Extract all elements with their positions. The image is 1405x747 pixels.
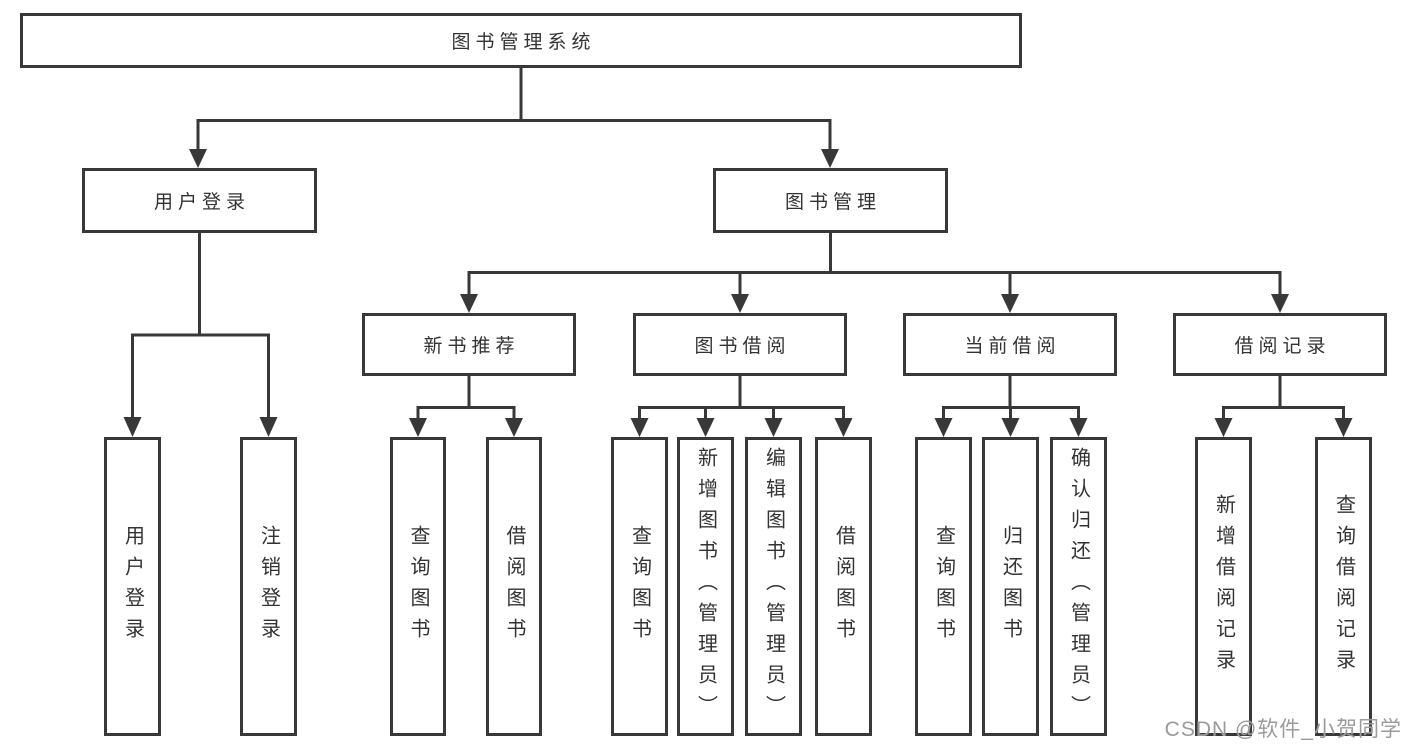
connector-user-login-branch [131,333,270,419]
arrowhead-down [834,418,853,437]
arrowhead-down [934,418,953,437]
node-user-login: 用户登录 [82,168,317,233]
node-borrow-records: 借阅记录 [1173,313,1387,376]
connector-borrow-records-branch [1222,406,1345,420]
node-book-management: 图书管理 [713,168,948,233]
leaf-bb-edit-books-admin: 编辑图书（管理员） [745,437,802,736]
leaf-bb-edit-books-admin-label: 编辑图书（管理员） [762,447,785,726]
arrowhead-down [1334,418,1353,437]
arrowhead-down [189,149,207,168]
node-new-book-recommend: 新书推荐 [362,313,576,376]
leaf-bb-borrow-books-label: 借阅图书 [832,524,855,649]
arrowhead-down [696,418,715,437]
leaf-logout: 注销登录 [240,437,297,736]
arrowhead-down [460,294,478,313]
leaf-cb-confirm-return-admin-label: 确认归还（管理员） [1067,447,1090,726]
leaf-bb-add-books-admin: 新增图书（管理员） [677,437,734,736]
leaf-logout-label: 注销登录 [257,524,280,649]
leaf-cb-return-books-label: 归还图书 [999,524,1022,649]
watermark: CSDN @软件_小贺同学 [1164,718,1402,741]
leaf-user-login-label: 用户登录 [121,524,144,649]
leaf-cb-query-books-label: 查询图书 [932,524,955,649]
leaf-user-login: 用户登录 [104,437,161,736]
arrowhead-down [821,149,839,168]
arrowhead-down [1069,418,1088,437]
arrowhead-down [123,417,142,437]
node-root-label: 图书管理系统 [451,32,596,53]
leaf-br-query-record-label: 查询借阅记录 [1332,493,1355,680]
leaf-nb-borrow-books: 借阅图书 [486,437,542,736]
node-current-borrow: 当前借阅 [903,313,1117,376]
arrowhead-down [630,418,649,437]
arrowhead-down [1214,418,1233,437]
leaf-cb-query-books: 查询图书 [915,437,972,736]
arrowhead-down [409,418,427,437]
leaf-bb-add-books-admin-label: 新增图书（管理员） [694,447,717,726]
node-new-book-recommend-label: 新书推荐 [423,336,520,357]
node-current-borrow-label: 当前借阅 [964,336,1061,357]
leaf-br-add-record-label: 新增借阅记录 [1212,493,1235,680]
leaf-br-query-record: 查询借阅记录 [1315,437,1372,736]
arrowhead-down [259,417,278,437]
leaf-br-add-record: 新增借阅记录 [1195,437,1252,736]
node-user-login-label: 用户登录 [153,192,250,213]
leaf-cb-return-books: 归还图书 [982,437,1039,736]
connector-book-borrow-branch [638,406,845,420]
connector-new-book-branch [416,406,516,420]
leaf-nb-query-books: 查询图书 [390,437,446,736]
arrowhead-down [1001,294,1019,313]
node-book-borrow-label: 图书借阅 [694,336,791,357]
arrowhead-down [764,418,783,437]
leaf-cb-confirm-return-admin: 确认归还（管理员） [1050,437,1107,736]
leaf-bb-borrow-books: 借阅图书 [815,437,872,736]
node-book-borrow: 图书借阅 [633,313,847,376]
arrowheads [123,149,1353,437]
leaf-nb-borrow-books-label: 借阅图书 [503,524,525,649]
leaf-bb-query-books: 查询图书 [611,437,668,736]
connector-level2-branch [196,119,832,150]
connector-level3-branch [467,271,1282,295]
node-root: 图书管理系统 [20,13,1022,68]
node-book-management-label: 图书管理 [784,192,881,213]
arrowhead-down [1001,418,1020,437]
leaf-bb-query-books-label: 查询图书 [628,524,651,649]
leaf-nb-query-books-label: 查询图书 [407,524,429,649]
arrowhead-down [731,294,749,313]
arrowhead-down [1271,294,1289,313]
node-borrow-records-label: 借阅记录 [1234,336,1331,357]
arrowhead-down [505,418,523,437]
